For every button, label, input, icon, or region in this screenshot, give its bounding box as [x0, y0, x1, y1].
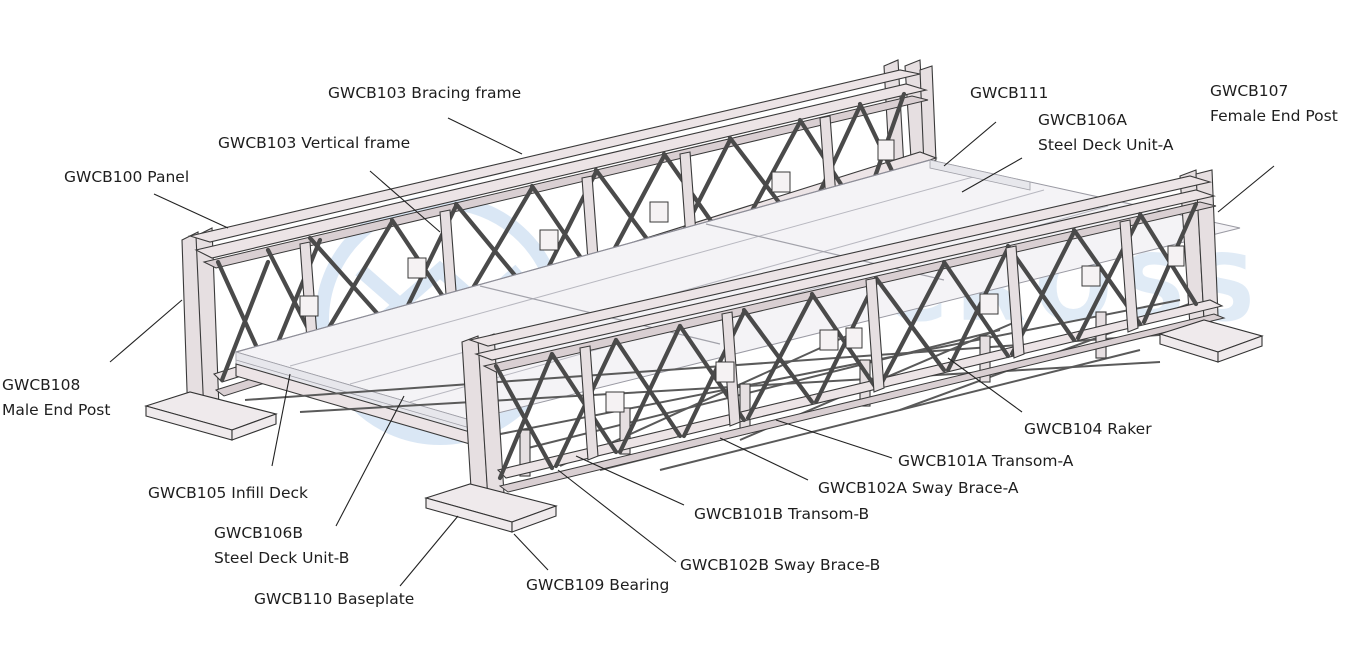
label-sway-brace-a: GWCB102A Sway Brace-A	[818, 479, 1019, 497]
label-panel: GWCB100 Panel	[64, 168, 189, 186]
leader-lines	[109, 117, 1275, 587]
callout-labels: GWCB103 Bracing frame GWCB103 Vertical f…	[2, 82, 1338, 608]
label-deck-unit-a-code: GWCB106A	[1038, 111, 1127, 129]
label-female-end-post-name: Female End Post	[1210, 107, 1338, 125]
label-raker: GWCB104 Raker	[1024, 420, 1152, 438]
label-male-end-post-name: Male End Post	[2, 401, 110, 419]
label-baseplate: GWCB110 Baseplate	[254, 590, 414, 608]
label-transom-a: GWCB101A Transom-A	[898, 452, 1074, 470]
near-truss	[461, 169, 1226, 505]
label-vertical-frame: GWCB103 Vertical frame	[218, 134, 410, 152]
label-bearing: GWCB109 Bearing	[526, 576, 669, 594]
label-deck-unit-b-code: GWCB106B	[214, 524, 303, 542]
label-bracing-frame: GWCB103 Bracing frame	[328, 84, 521, 102]
baseplates	[144, 319, 1264, 533]
label-deck-unit-b-name: Steel Deck Unit-B	[214, 549, 349, 567]
label-transom-b: GWCB101B Transom-B	[694, 505, 869, 523]
label-female-end-post-code: GWCB107	[1210, 82, 1288, 100]
label-sway-brace-b: GWCB102B Sway Brace-B	[680, 556, 880, 574]
label-male-end-post-code: GWCB108	[2, 376, 80, 394]
label-gwcb111: GWCB111	[970, 84, 1048, 102]
label-infill-deck: GWCB105 Infill Deck	[148, 484, 308, 502]
label-deck-unit-a-name: Steel Deck Unit-A	[1038, 136, 1174, 154]
